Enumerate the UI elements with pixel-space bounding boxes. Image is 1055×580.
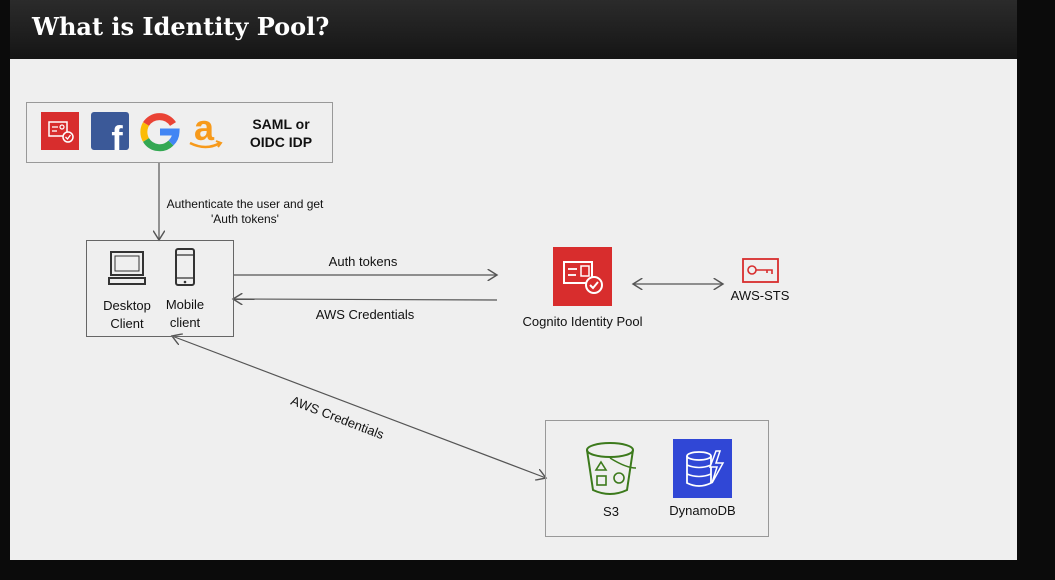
aws-credentials-return-arrow: [233, 299, 498, 300]
cognito-identity-pool-label: Cognito Identity Pool: [522, 314, 643, 329]
google-icon: [140, 112, 180, 152]
auth-tokens-label: Auth tokens: [328, 254, 398, 269]
page-title: What is Identity Pool?: [32, 12, 330, 41]
s3-bucket-icon: [584, 440, 638, 496]
dynamodb-label: DynamoDB: [669, 503, 736, 518]
dynamodb-icon: [673, 439, 732, 498]
svg-text:a: a: [194, 110, 215, 148]
desktop-icon: [108, 250, 146, 286]
s3-label: S3: [603, 504, 619, 519]
cognito-user-pool-icon: [41, 112, 79, 150]
aws-credentials-return-label: AWS Credentials: [315, 307, 415, 322]
aws-sts-label: AWS-STS: [730, 288, 790, 303]
title-bar: What is Identity Pool?: [10, 0, 1017, 59]
client-box: [86, 240, 234, 337]
desktop-client-label: Desktop Client: [103, 298, 151, 331]
svg-text:f: f: [111, 120, 123, 150]
sts-key-icon: [742, 258, 779, 283]
mobile-client-label: Mobile client: [165, 297, 205, 330]
facebook-icon: f: [91, 112, 129, 158]
authenticate-label: Authenticate the user and get 'Auth toke…: [166, 197, 324, 226]
cognito-identity-pool-icon: [553, 247, 612, 306]
aws-credentials-services-arrow: [172, 336, 546, 478]
services-box: [545, 420, 769, 537]
idp-box: [26, 102, 333, 163]
idp-label: SAML or OIDC IDP: [249, 116, 313, 150]
mobile-icon: [175, 248, 195, 286]
amazon-icon: a: [186, 107, 226, 152]
